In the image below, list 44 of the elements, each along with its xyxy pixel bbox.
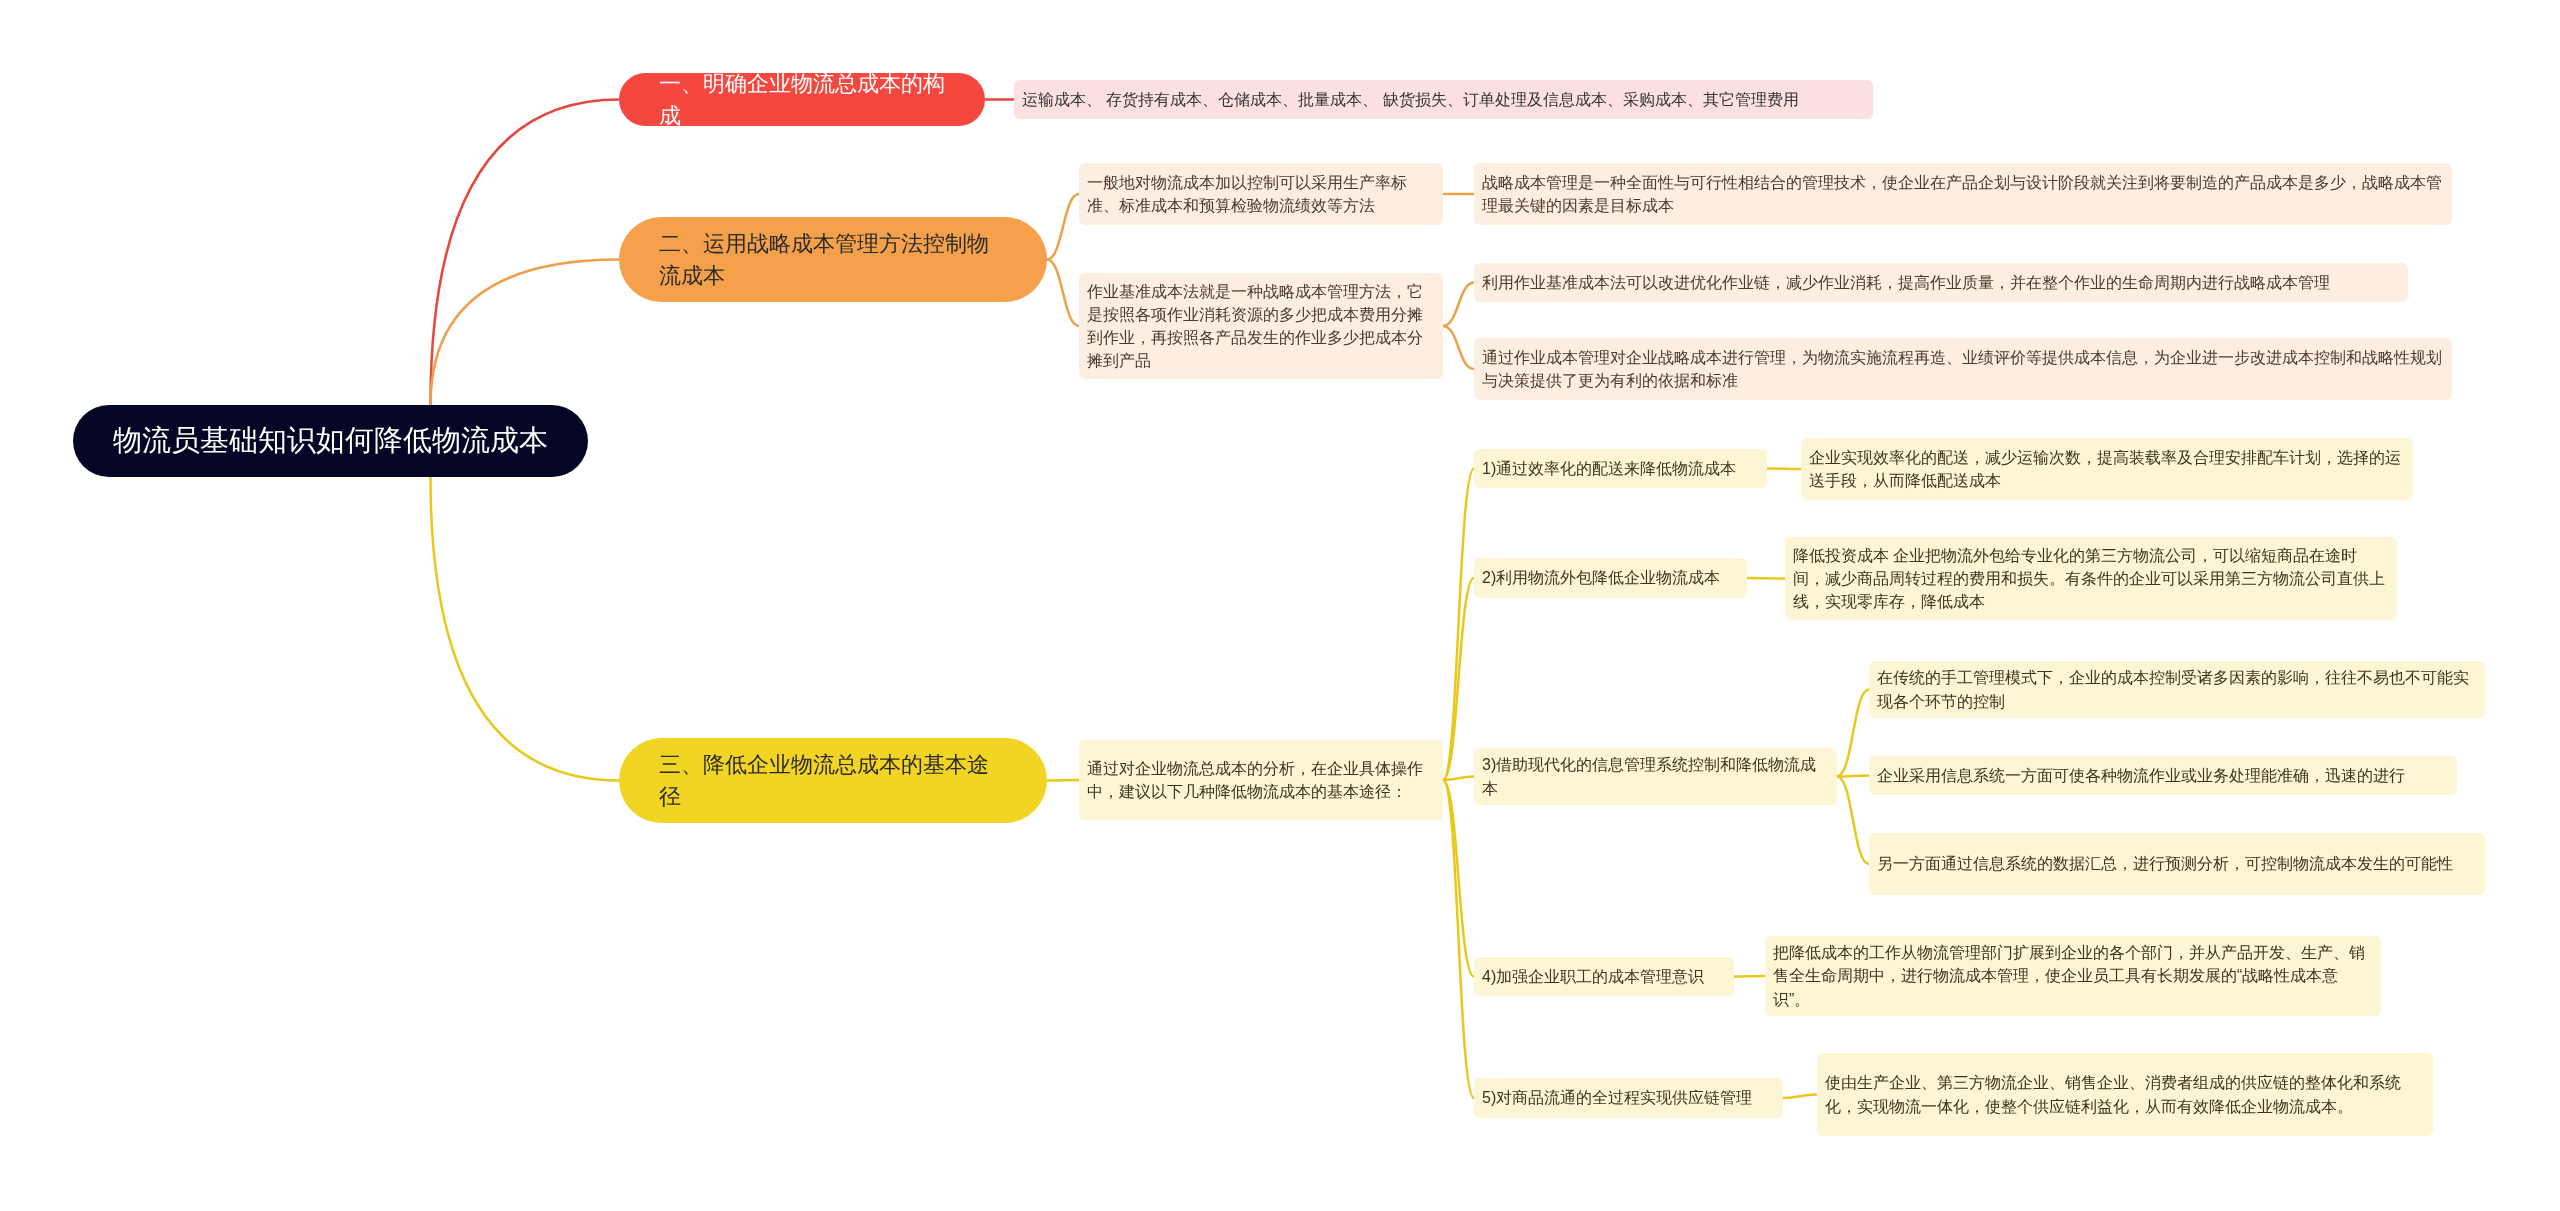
connector-line xyxy=(1442,281,1475,328)
subtopic-box: 通过作业成本管理对企业战略成本进行管理，为物流实施流程再造、业绩评价等提供成本信息，为企业进一步改进成本控制和战略性规划与决策提供了更为有利的依据和标准 xyxy=(1474,338,2452,400)
subtopic-box: 5)对商品流通的全过程实现供应链管理 xyxy=(1474,1078,1783,1118)
connector-line xyxy=(1734,974,1765,978)
subtopic-box: 企业实现效率化的配送，减少运输次数，提高装载率及合理安排配车计划，选择的运送手段，从而降低配送成本 xyxy=(1801,438,2413,500)
subtopic-box: 另一方面通过信息系统的数据汇总，进行预测分析，可控制物流成本发生的可能性 xyxy=(1869,833,2485,895)
connector-line xyxy=(1046,192,1080,261)
connector-line xyxy=(1442,775,1475,782)
subtopic-box: 一般地对物流成本加以控制可以采用生产率标准、标准成本和预算检验物流绩效等方法 xyxy=(1079,163,1443,225)
connector-line xyxy=(1441,779,1476,1099)
subtopic-box: 3)借助现代化的信息管理系统控制和降低物流成本 xyxy=(1474,748,1837,805)
connector-line xyxy=(1836,775,1870,866)
subtopic-box: 1)通过效率化的配送来降低物流成本 xyxy=(1474,449,1767,488)
branch-topic: 二、运用战略成本管理方法控制物流成本 xyxy=(619,217,1047,302)
connector-line xyxy=(1442,324,1475,371)
connector-line xyxy=(1747,576,1785,580)
connector-line xyxy=(1442,577,1475,781)
branch-topic: 一、明确企业物流总成本的构成 xyxy=(619,73,985,126)
connector-line xyxy=(1441,467,1476,781)
central-topic: 物流员基础知识如何降低物流成本 xyxy=(73,405,588,477)
subtopic-box: 降低投资成本 企业把物流外包给专业化的第三方物流公司，可以缩短商品在途时间，减少商品周转过程的费用和损失。有条件的企业可以采用第三方物流公司直供上线，实现零库存，降低成本 xyxy=(1785,537,2397,620)
subtopic-box: 战略成本管理是一种全面性与可行性相结合的管理技术，使企业在产品企划与设计阶段就关注到将要制造的产品成本是多少，战略成本管理最关键的因素是目标成本 xyxy=(1474,163,2452,225)
subtopic-box: 2)利用物流外包降低企业物流成本 xyxy=(1474,558,1747,598)
connector-line xyxy=(1782,1093,1818,1100)
subtopic-box: 作业基准成本法就是一种战略成本管理方法，它是按照各项作业消耗资源的多少把成本费用分摊到作业，再按照各产品发生的作业多少把成本分摊到产品 xyxy=(1079,273,1443,379)
connector-line xyxy=(1442,779,1475,978)
branch-topic: 三、降低企业物流总成本的基本途径 xyxy=(619,738,1047,823)
connector-line xyxy=(985,98,1014,101)
subtopic-box: 通过对企业物流总成本的分析，在企业具体操作中，建议以下几种降低物流成本的基本途径： xyxy=(1079,740,1443,820)
connector-line xyxy=(429,258,620,406)
connector-line xyxy=(1046,258,1080,328)
connector-line xyxy=(1443,192,1474,196)
subtopic-box: 运输成本、 存货持有成本、仓储成本、批量成本、 缺货损失、订单处理及信息成本、采购成本、其它管理费用 xyxy=(1014,80,1873,119)
subtopic-box: 把降低成本的工作从物流管理部门扩展到企业的各个部门，并从产品开发、生产、销售全生命周期中，进行物流成本管理，使企业员工具有长期发展的“战略性成本意识”。 xyxy=(1765,936,2381,1016)
connector-line xyxy=(1837,774,1869,778)
subtopic-box: 在传统的手工管理模式下，企业的成本控制受诸多因素的影响，往往不易也不可能实现各个环节的控制 xyxy=(1869,661,2485,718)
subtopic-box: 利用作业基准成本法可以改进优化作业链，减少作业消耗，提高作业质量，并在整个作业的生命周期内进行战略成本管理 xyxy=(1474,263,2408,302)
subtopic-box: 使由生产企业、第三方物流企业、销售企业、消费者组成的供应链的整体化和系统化，实现物流一体化，使整个供应链利益化，从而有效降低企业物流成本。 xyxy=(1817,1053,2433,1136)
connector-line xyxy=(429,476,620,782)
subtopic-box: 4)加强企业职工的成本管理意识 xyxy=(1474,957,1734,996)
connector-line xyxy=(1836,688,1870,778)
connector-line xyxy=(1767,467,1801,471)
subtopic-box: 企业采用信息系统一方面可使各种物流作业或业务处理能准确，迅速的进行 xyxy=(1869,756,2457,795)
connector-line xyxy=(1047,778,1079,782)
